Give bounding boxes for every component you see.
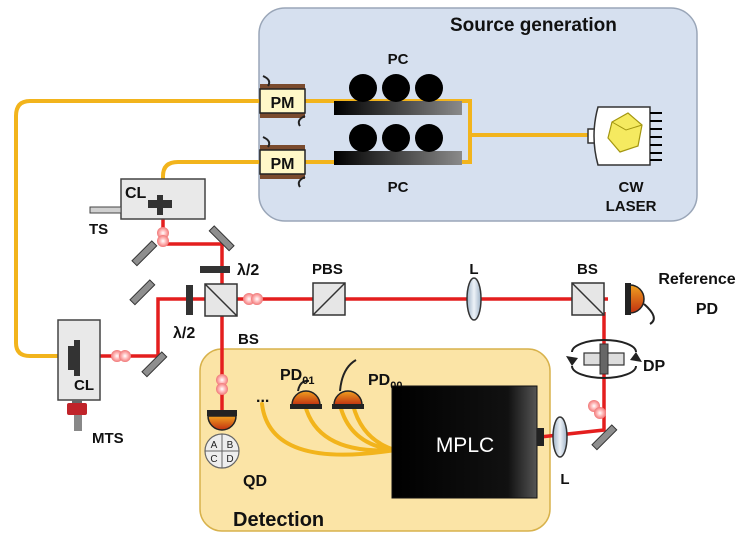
svg-text:MPLC: MPLC — [436, 434, 494, 457]
fibers — [14, 99, 590, 457]
svg-text:CL: CL — [74, 377, 94, 394]
svg-text:PD: PD — [696, 301, 718, 318]
svg-text:TS: TS — [89, 221, 108, 238]
svg-text:PM: PM — [271, 95, 295, 112]
more-detectors-ellipsis: ... — [256, 389, 269, 406]
svg-text:L: L — [469, 261, 478, 278]
fiber-bottom — [161, 160, 260, 202]
svg-text:BS: BS — [577, 261, 598, 278]
bs-right: BS — [571, 261, 605, 316]
mirror-low-left — [141, 351, 168, 378]
pd01: PD01 — [280, 367, 322, 409]
svg-text:LASER: LASER — [606, 198, 657, 215]
svg-text:PD01: PD01 — [280, 367, 314, 387]
svg-text:L: L — [560, 471, 569, 488]
mirror-bottom-right — [591, 424, 618, 451]
fiber-mplc-4 — [351, 403, 397, 452]
svg-text:Reference: Reference — [658, 271, 735, 288]
halfwave-plate-horizontal: λ/2 — [173, 285, 195, 342]
pbs: PBS — [312, 261, 346, 316]
lens-bottom: L — [552, 416, 570, 488]
mirror-top-left — [131, 240, 158, 267]
mirrors — [129, 225, 618, 451]
mirror-mid-left — [129, 279, 156, 306]
svg-text:PC: PC — [388, 179, 409, 196]
pd00: PD00 — [332, 359, 402, 409]
detection-title: Detection — [233, 509, 324, 531]
halfwave-plate-vertical: λ/2 — [200, 262, 259, 279]
fiber-mplc-1 — [260, 402, 397, 457]
quadrant-detector: A B C D QD — [204, 410, 267, 490]
pc-top: PC — [334, 51, 462, 115]
svg-text:B: B — [227, 440, 234, 451]
svg-text:C: C — [210, 454, 217, 465]
bs-left: BS — [204, 283, 259, 348]
pm-bottom: PM — [259, 136, 306, 188]
cw-laser: CW LASER — [587, 106, 662, 215]
source-generation-panel — [258, 7, 698, 222]
svg-text:BS: BS — [238, 331, 259, 348]
source-generation-title: Source generation — [450, 15, 617, 36]
pc-bottom: PC — [334, 124, 462, 196]
fiber-top — [14, 99, 260, 358]
svg-text:CW: CW — [619, 179, 645, 196]
lens-top: L — [466, 261, 482, 321]
svg-text:D: D — [226, 454, 233, 465]
coupler-bottom: CL MTS — [57, 319, 124, 447]
svg-text:λ/2: λ/2 — [173, 325, 195, 342]
svg-text:CL: CL — [125, 185, 147, 202]
mplc: MPLC — [391, 385, 544, 499]
svg-text:PBS: PBS — [312, 261, 343, 278]
reference-pd: Reference PD — [625, 271, 736, 325]
svg-text:λ/2: λ/2 — [237, 262, 259, 279]
pm-top: PM — [259, 75, 306, 127]
beam-spots — [111, 227, 606, 419]
svg-text:MTS: MTS — [92, 430, 124, 447]
mirror-top-right — [208, 225, 235, 252]
svg-text:PC: PC — [388, 51, 409, 68]
svg-text:A: A — [211, 440, 218, 451]
svg-text:QD: QD — [243, 473, 267, 490]
fiber-mplc-2 — [303, 403, 397, 453]
svg-text:PM: PM — [271, 156, 295, 173]
coupler-top: CL TS — [89, 178, 206, 238]
svg-text:DP: DP — [643, 358, 666, 375]
dp-rotator: DP — [566, 339, 666, 379]
